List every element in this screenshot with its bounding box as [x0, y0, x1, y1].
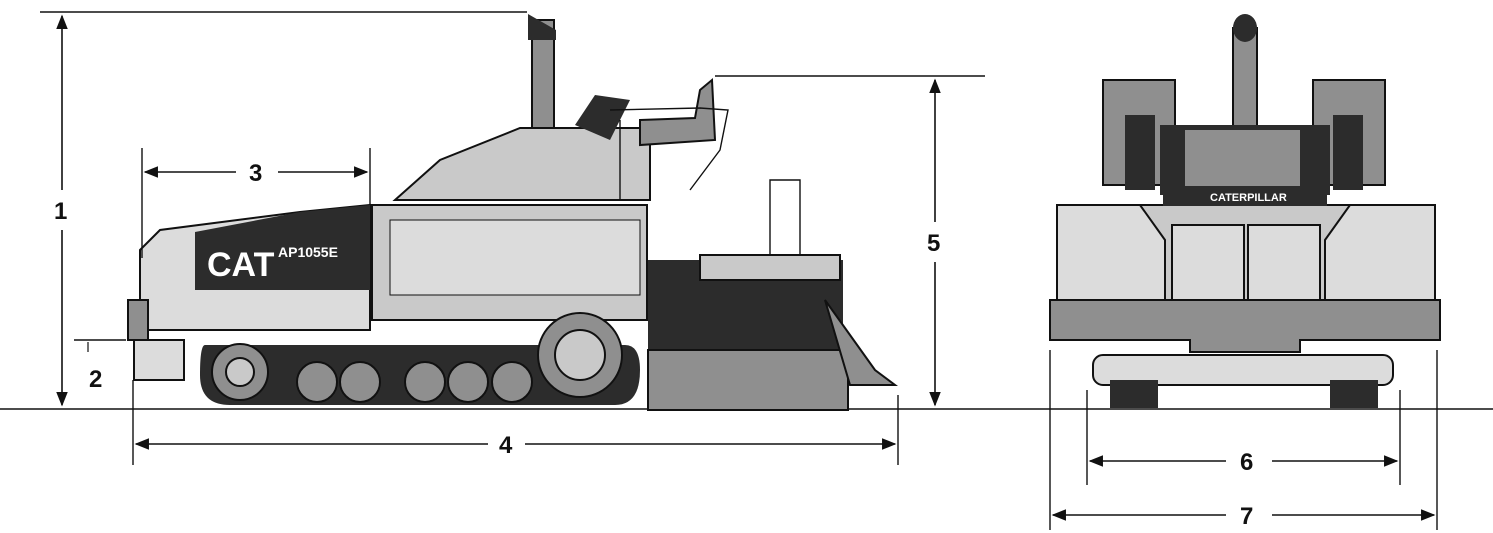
cat-logo: CAT: [207, 246, 275, 284]
dimension-label-2: 2: [89, 366, 102, 393]
dimension-label-1: 1: [54, 198, 67, 225]
side-view: CAT AP1055E: [127, 14, 898, 411]
dimension-label-3: 3: [249, 160, 262, 187]
dimension-label-6: 6: [1240, 449, 1253, 476]
dimension-label-7: 7: [1240, 503, 1253, 530]
dimension-4: 4: [132, 380, 899, 465]
rear-view: CATERPILLAR: [1049, 14, 1441, 408]
dimension-1: 1: [40, 11, 527, 407]
dimension-label-5: 5: [927, 230, 940, 257]
dimension-2: 2: [74, 339, 126, 393]
dimension-6: 6: [1086, 390, 1401, 485]
model-label: AP1055E: [278, 244, 338, 260]
dimension-3: 3: [141, 148, 371, 258]
dimension-label-4: 4: [499, 432, 513, 459]
dimension-7: 7: [1049, 350, 1438, 530]
caterpillar-badge: CATERPILLAR: [1210, 192, 1287, 204]
dimension-5: 5: [715, 75, 985, 407]
